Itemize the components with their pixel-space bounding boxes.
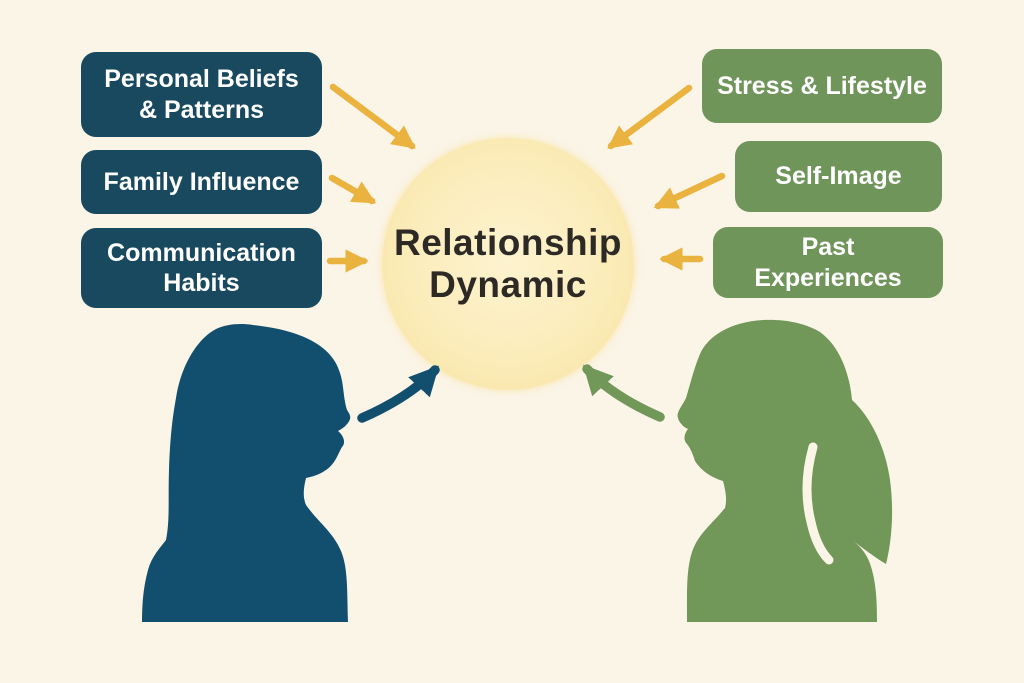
factor-box-family-influence: Family Influence — [81, 150, 322, 214]
arrow-family-influence-to-center — [328, 174, 377, 205]
factor-label-family-influence: Family Influence — [103, 167, 300, 196]
factor-box-personal-beliefs: Personal Beliefs & Patterns — [81, 52, 322, 137]
center-title-line2: Dynamic — [429, 264, 587, 305]
factor-label-personal-beliefs: Personal Beliefs & Patterns — [104, 65, 299, 124]
factor-label-self-image: Self-Image — [775, 162, 902, 191]
factor-box-past-experiences: Past Experiences — [713, 227, 943, 298]
factor-box-communication-habits: Communication Habits — [81, 228, 322, 308]
ponytail-gap — [802, 442, 834, 565]
arrow-right-woman-to-center — [582, 364, 665, 422]
arrow-past-experiences-upper-to-center — [653, 172, 726, 210]
right-woman-silhouette — [677, 319, 893, 622]
factor-label-past-experiences: Past Experiences — [754, 233, 902, 292]
arrow-stress-lifestyle-to-center — [607, 84, 693, 150]
factor-label-communication-habits: Communication Habits — [107, 238, 296, 298]
center-title-line1: Relationship — [393, 222, 623, 264]
factor-box-self-image: Self-Image — [735, 141, 942, 212]
factor-box-stress-lifestyle: Stress & Lifestyle — [702, 49, 942, 123]
center-circle: Relationship Dynamic — [382, 138, 634, 390]
arrow-left-woman-to-center — [357, 365, 440, 423]
arrow-personal-beliefs-to-center — [329, 83, 416, 150]
left-woman-silhouette — [142, 324, 351, 622]
factor-label-stress-lifestyle: Stress & Lifestyle — [717, 71, 927, 100]
